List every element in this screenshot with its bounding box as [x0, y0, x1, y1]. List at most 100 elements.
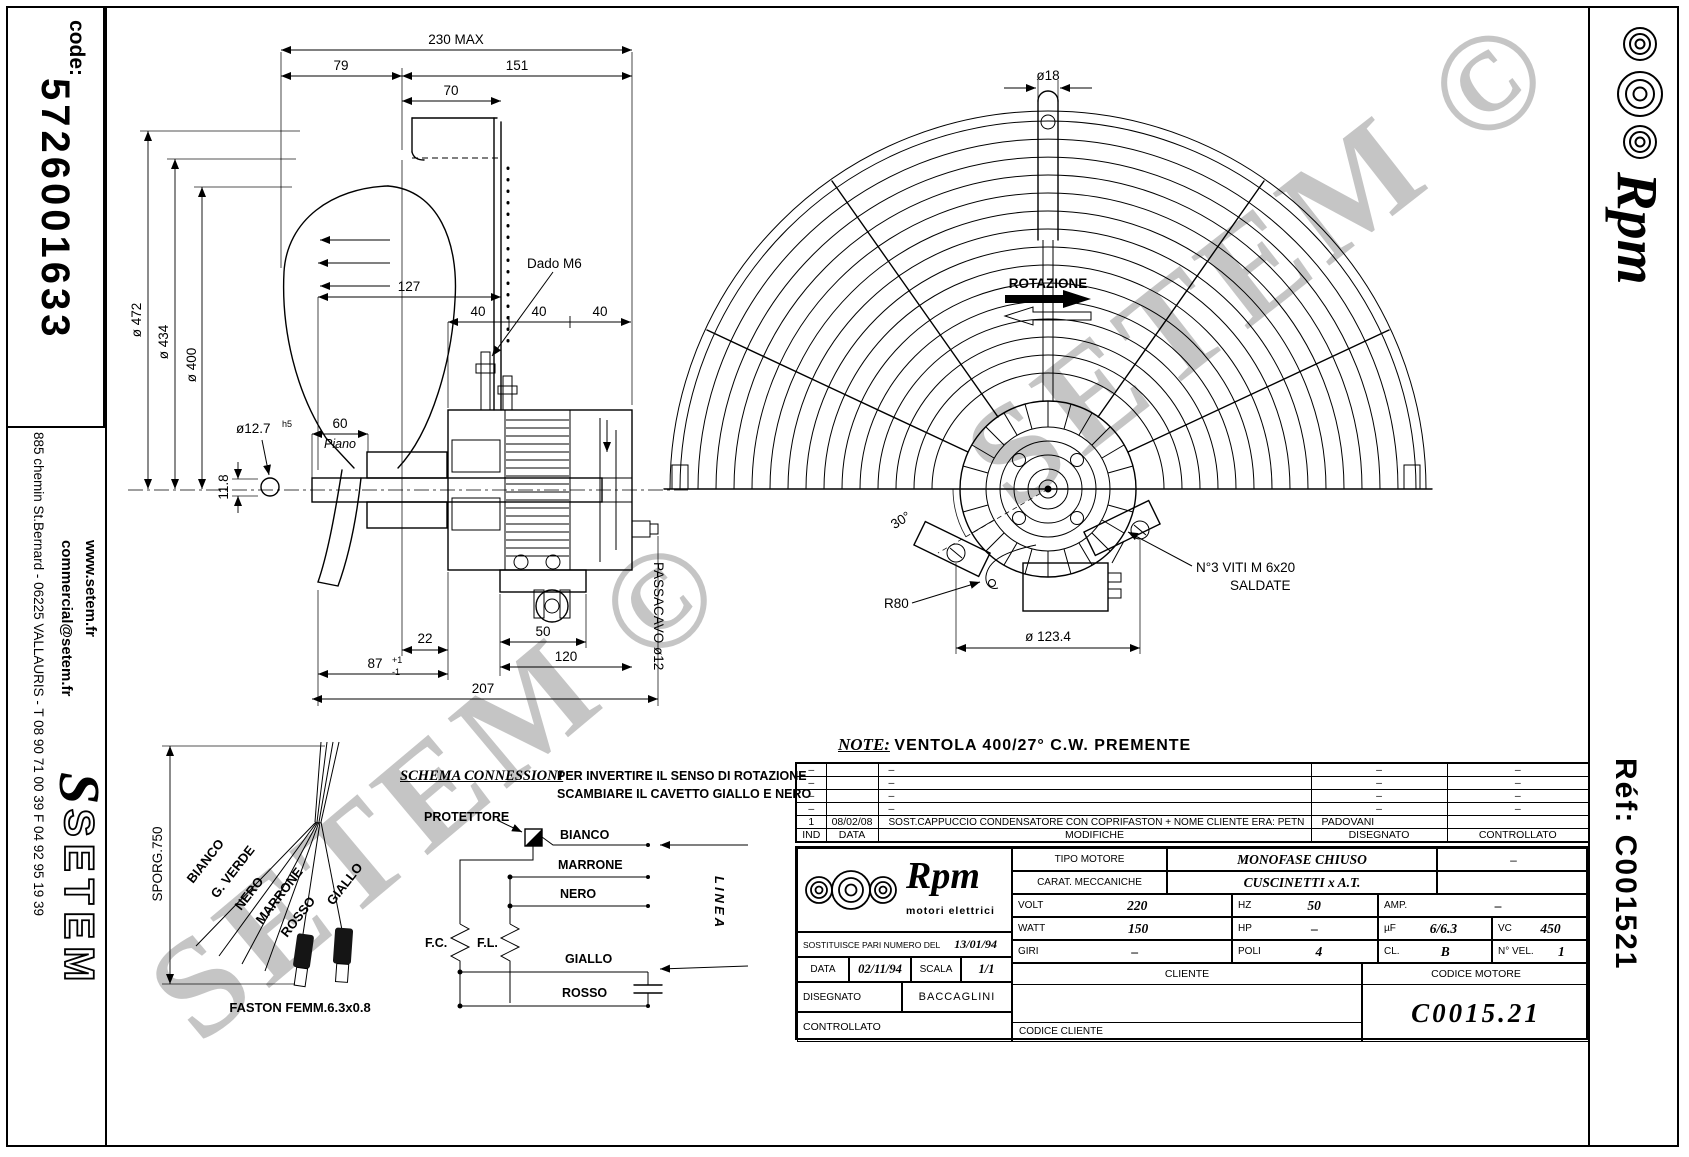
volt-cell: VOLT 220 [1012, 894, 1232, 917]
giri-cell: GIRI – [1012, 940, 1232, 963]
dim-50: 50 [535, 624, 550, 639]
mod-controllato: – [1446, 776, 1590, 790]
mod-row-1: – – – – [795, 762, 1590, 777]
rpm-coil-logo-vertical [1617, 27, 1663, 159]
mod-header-row: IND DATA MODIFICHE DISEGNATO CONTROLLATO [795, 828, 1590, 843]
amp-cell: AMP. – [1378, 894, 1590, 917]
mod-ind: 1 [795, 815, 827, 829]
mod-ind: – [795, 802, 827, 816]
mod-data: 08/02/08 [825, 815, 879, 829]
schema-wire-bianco: BIANCO [560, 828, 610, 842]
tipo-motore-value-cell: MONOFASE CHIUSO [1167, 848, 1437, 871]
cliente-block: CLIENTE CODICE CLIENTE [1012, 963, 1362, 1042]
hz-value: 50 [1307, 897, 1321, 913]
mod-header-data: DATA [825, 828, 879, 843]
disegnato-value-cell: BACCAGLINI [902, 982, 1012, 1012]
mod-ind: – [795, 762, 827, 777]
watt-value: 150 [1127, 920, 1149, 936]
dim-230-max: 230 MAX [428, 32, 484, 47]
mod-header-ind: IND [795, 828, 827, 843]
mod-row-5: 1 08/02/08 SOST.CAPPUCCIO CONDENSATORE C… [795, 815, 1590, 829]
vc-value: 450 [1540, 920, 1561, 936]
schema-wire-giallo: GIALLO [565, 952, 613, 966]
note-text: VENTOLA 400/27° C.W. PREMENTE [894, 737, 1192, 754]
poli-value: 4 [1315, 943, 1323, 959]
protettore-label: PROTETTORE [424, 810, 510, 824]
mod-disegnato: – [1310, 802, 1448, 816]
mod-disegnato: – [1310, 789, 1448, 803]
dim-434: ø 434 [156, 324, 171, 359]
mod-controllato [1446, 815, 1590, 829]
mod-header-disegnato: DISEGNATO [1310, 828, 1448, 843]
setem-logo: S SETEM [47, 772, 112, 989]
tipo-motore-label-cell: TIPO MOTORE [1012, 848, 1167, 871]
sporg-dimension: SPORG.750 [150, 826, 165, 901]
scala-value-cell: 1/1 [961, 957, 1012, 982]
dim-120: 120 [555, 649, 578, 664]
dim-40b: 40 [531, 304, 546, 319]
mod-ind: – [795, 789, 827, 803]
watt-cell: WATT 150 [1012, 917, 1232, 940]
code-label: code: [65, 20, 88, 77]
carat-value-cell: CUSCINETTI x A.T. [1167, 871, 1437, 894]
note-row: NOTE: VENTOLA 400/27° C.W. PREMENTE [838, 735, 1191, 755]
carat-label: CARAT. MECCANICHE [1037, 877, 1142, 888]
data-label: DATA [810, 964, 836, 975]
dim-118: 11.8 [216, 474, 231, 499]
hp-value: – [1311, 920, 1318, 936]
reference-number: Réf: C001521 [1609, 758, 1642, 971]
data-value-cell: 02/11/94 [849, 957, 911, 982]
mod-data [825, 802, 879, 816]
mod-controllato: – [1446, 762, 1590, 777]
piano-label: Piano [324, 437, 356, 451]
r80-label: R80 [884, 596, 909, 611]
dim-151: 151 [506, 58, 529, 73]
passacavo-label: PASSACAVO ø12 [651, 562, 666, 670]
dim-87-tol-minus: -1 [392, 667, 400, 677]
sostituisce-cell: SOSTITUISCE PARI NUMERO DEL 13/01/94 [797, 932, 1012, 957]
sostituisce-label: SOSTITUISCE PARI NUMERO DEL [803, 939, 941, 950]
code-value: 5726001633 [33, 78, 77, 341]
nvel-label: N° VEL. [1498, 946, 1534, 957]
nvel-cell: N° VEL. 1 [1492, 940, 1590, 963]
dim-1234: ø 123.4 [1025, 629, 1071, 644]
dim-22: 22 [417, 631, 432, 646]
rpm-coil-logo [805, 870, 897, 910]
schema-wiring [449, 819, 749, 1009]
mod-row-3: – – – – [795, 789, 1590, 803]
mod-data [825, 789, 879, 803]
contact-email: commercial@setem.fr [58, 540, 75, 697]
mod-controllato: – [1446, 802, 1590, 816]
mod-desc: – [877, 776, 1312, 790]
mod-desc: – [877, 789, 1312, 803]
carat-value: CUSCINETTI x A.T. [1243, 874, 1361, 890]
title-block: Rpm motori elettrici SOSTITUISCE PARI NU… [795, 846, 1590, 1042]
mod-desc: – [877, 762, 1312, 777]
company-address: 885 chemin St.Bernard - 06225 VALLAURIS … [31, 432, 46, 917]
dim-shaft-diameter: ø12.7 [236, 421, 271, 436]
dim-shaft-tolerance: h5 [282, 419, 292, 429]
dim-79: 79 [333, 58, 348, 73]
titleblock-logo-cell: Rpm motori elettrici [797, 848, 1012, 932]
linea-label: LINEA [712, 876, 727, 930]
schema-title: SCHEMA CONNESSIONI [400, 768, 564, 784]
sostituisce-value: 13/01/94 [954, 937, 997, 951]
codice-motore-block: CODICE MOTORE C0015.21 [1362, 963, 1590, 1042]
fl-label: F.L. [477, 936, 498, 950]
dim-60: 60 [332, 416, 347, 431]
hz-cell: HZ 50 [1232, 894, 1378, 917]
mod-disegnato: – [1310, 762, 1448, 777]
side-view-drawing [128, 117, 688, 623]
dim-472: ø 472 [129, 303, 144, 338]
hz-label: HZ [1238, 900, 1252, 911]
fc-label: F.C. [425, 936, 448, 950]
mod-desc: SOST.CAPPUCCIO CONDENSATORE CON COPRIFAS… [877, 815, 1312, 829]
code-box: code: 5726001633 [8, 8, 105, 428]
left-column-divider [105, 8, 107, 1147]
dim-87: 87 [367, 656, 382, 671]
mod-data [825, 762, 879, 777]
controllato-cell: CONTROLLATO [797, 1012, 1012, 1042]
scala-value: 1/1 [978, 962, 995, 976]
note-label: NOTE: [838, 735, 890, 754]
disegnato-label-cell: DISEGNATO [797, 982, 902, 1012]
